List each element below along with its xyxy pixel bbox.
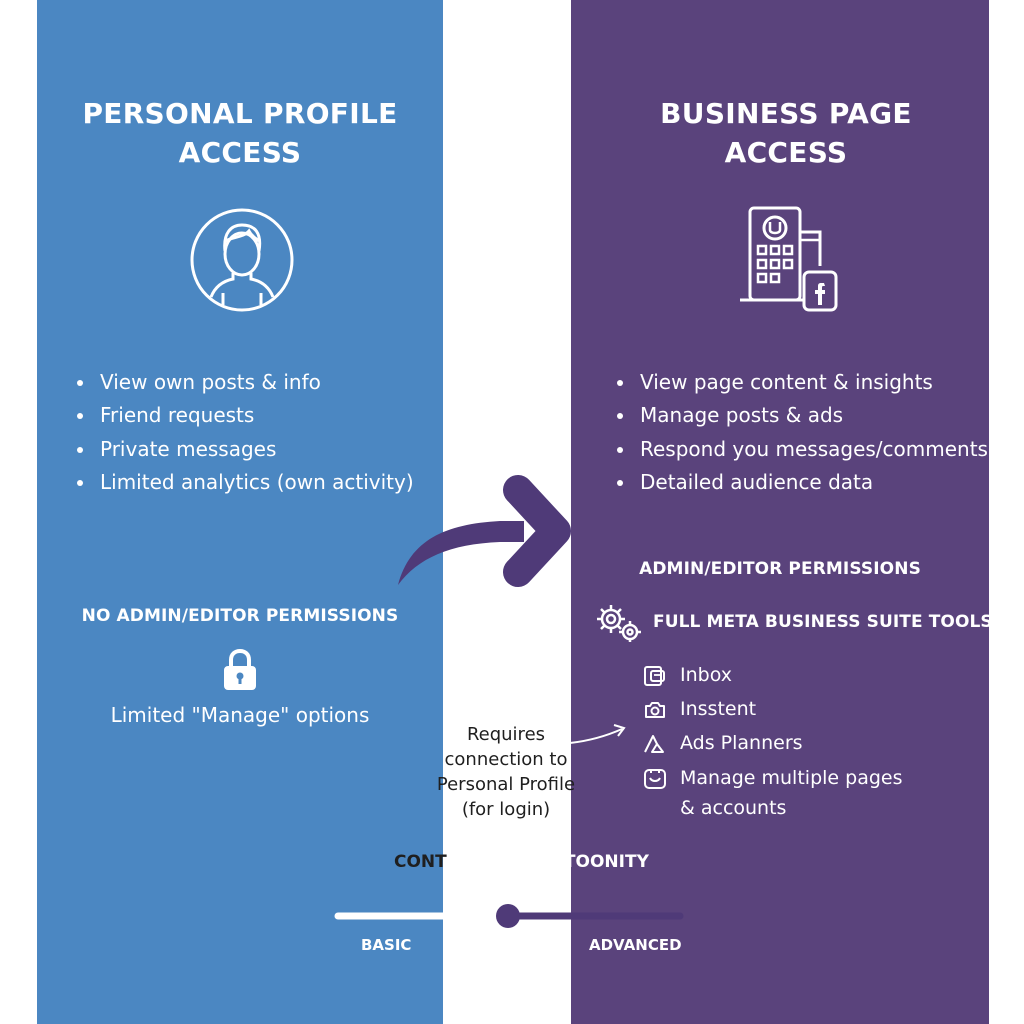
control-title-part2: ROL & FUNCTOONITY <box>446 852 649 872</box>
limited-manage-note: Limited "Manage" options <box>110 703 370 727</box>
tool-label-line1: Manage multiple pages <box>680 767 903 789</box>
business-feature-item: Respond you messages/comments <box>617 433 988 466</box>
tool-label: Insstent <box>680 698 757 720</box>
note-line1: Requires <box>466 724 546 745</box>
no-permissions-heading: NO ADMIN/EDITOR PERMISSIONS <box>81 606 399 626</box>
control-scale <box>334 904 684 928</box>
control-functionality-title: CONTROL & FUNCTOONITY <box>394 852 649 872</box>
connection-note: Requires connection to Personal Profile … <box>420 722 592 822</box>
arrow-head <box>503 475 571 587</box>
basic-label: BASIC <box>361 936 412 954</box>
business-page-panel <box>571 0 989 1024</box>
business-feature-item: View page content & insights <box>617 366 988 399</box>
tool-label-line2: & accounts <box>680 797 787 819</box>
ads-planner-icon <box>644 735 664 753</box>
inbox-icon <box>644 666 665 686</box>
pages-icon <box>644 769 666 789</box>
personal-feature-item: Private messages <box>77 433 414 466</box>
personal-feature-item: Limited analytics (own activity) <box>77 466 414 499</box>
note-line4: (for login) <box>461 799 551 820</box>
tool-label: Ads Planners <box>680 732 803 754</box>
note-line2: connection to <box>444 749 568 770</box>
business-title-line2: ACCESS <box>724 136 848 169</box>
scale-marker <box>496 904 520 928</box>
admin-permissions-heading: ADMIN/EDITOR PERMISSIONS <box>639 559 921 579</box>
personal-features-list: View own posts & info Friend requests Pr… <box>77 366 414 499</box>
lock-icon <box>224 649 256 690</box>
personal-profile-title: PERSONAL PROFILE ACCESS <box>37 94 443 172</box>
personal-feature-item: View own posts & info <box>77 366 414 399</box>
tool-label: Inbox <box>680 664 732 686</box>
meta-suite-tools-heading: FULL META BUSINESS SUITE TOOLS <box>653 612 993 632</box>
user-profile-icon <box>190 208 294 312</box>
business-page-title: BUSINESS PAGE ACCESS <box>571 94 1001 172</box>
camera-icon <box>645 702 665 718</box>
personal-title-line1: PERSONAL PROFILE <box>82 97 398 130</box>
arrow-body <box>398 521 524 585</box>
personal-title-line2: ACCESS <box>178 136 302 169</box>
control-title-part1: CONT <box>394 852 447 872</box>
connection-arrow <box>569 724 626 744</box>
business-feature-item: Manage posts & ads <box>617 399 988 432</box>
personal-feature-item: Friend requests <box>77 399 414 432</box>
advanced-label: ADVANCED <box>589 936 682 954</box>
gears-icon <box>597 605 641 642</box>
business-feature-item: Detailed audience data <box>617 466 988 499</box>
personal-profile-panel <box>37 0 443 1024</box>
business-features-list: View page content & insights Manage post… <box>617 366 988 499</box>
business-title-line1: BUSINESS PAGE <box>660 97 912 130</box>
business-building-facebook-icon <box>740 206 838 312</box>
note-line3: Personal Profile <box>436 774 576 795</box>
